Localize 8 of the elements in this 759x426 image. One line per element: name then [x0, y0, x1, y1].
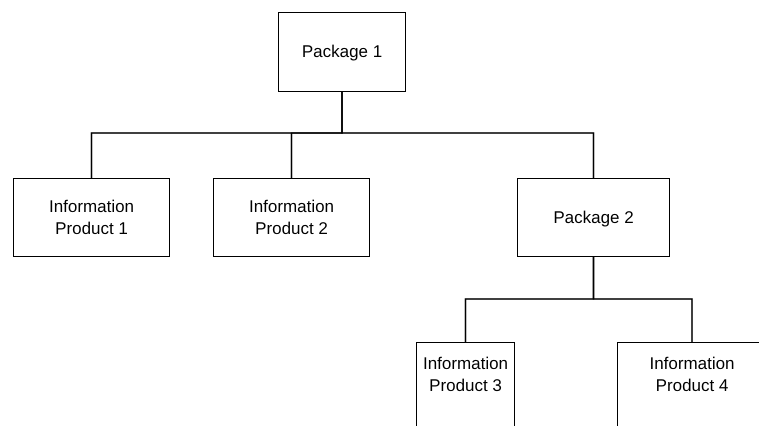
hierarchy-box: Package 1 — [278, 12, 406, 92]
connector-line — [341, 92, 594, 178]
hierarchy-box: Information Product 3 — [416, 342, 515, 426]
connector-line — [592, 257, 693, 342]
hierarchy-box: Information Product 2 — [213, 178, 370, 257]
hierarchy-box: Information Product 4 — [617, 342, 759, 426]
hierarchy-box: Package 2 — [517, 178, 670, 257]
hierarchy-box: Information Product 1 — [13, 178, 170, 257]
